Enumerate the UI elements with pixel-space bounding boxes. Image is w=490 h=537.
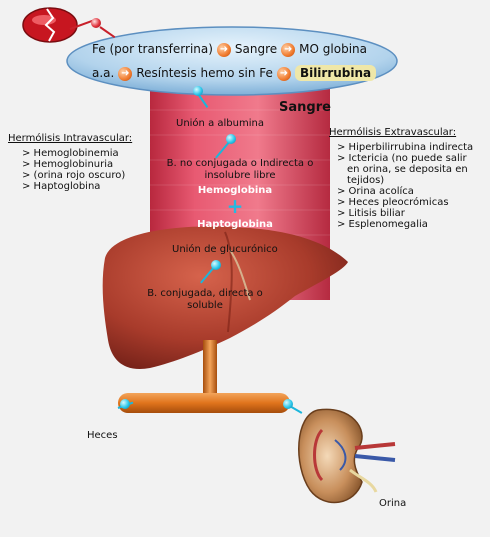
no-conjugada-pin-icon[interactable] xyxy=(226,134,236,144)
sangre-title: Sangre xyxy=(279,100,331,115)
arrow-icon: ➜ xyxy=(216,42,231,57)
bubble-sangre: Sangre xyxy=(234,42,278,56)
liver xyxy=(102,226,349,369)
glucuronico-label: Unión de glucurónico xyxy=(172,244,278,255)
arrow-icon: ➜ xyxy=(118,66,133,81)
arrow-icon: ➜ xyxy=(281,42,296,57)
albumina-label: Unión a albumina xyxy=(176,118,264,129)
plus-icon: + xyxy=(226,194,244,218)
list-item: > Hemoglobinuria xyxy=(22,159,114,170)
kidney xyxy=(298,408,396,504)
list-item: > Esplenomegalia xyxy=(337,219,428,230)
bubble-row-2: a.a.➜Resíntesis hemo sin Fe➜Bilirrubina xyxy=(92,65,377,81)
list-item: > Hemoglobinemia xyxy=(22,148,119,159)
list-item: > Litisis biliar xyxy=(337,208,405,219)
bubble-bilirrubina: Bilirrubina xyxy=(294,65,377,81)
left-panel: Hermólisis Intravascular: > Hemoglobinem… xyxy=(8,133,153,192)
bubble-row-1: Fe (por transferrina)➜Sangre➜MO globina xyxy=(92,42,367,57)
haptoglobina-label: Haptoglobina xyxy=(197,219,273,230)
bile-duct xyxy=(203,340,217,398)
cell-pin-icon[interactable] xyxy=(91,18,101,28)
no-conjugada-label: B. no conjugada o Indirecta o insolubre … xyxy=(166,158,314,181)
list-item: > Haptoglobina xyxy=(22,181,101,192)
bubble-resintesis: Resíntesis hemo sin Fe xyxy=(136,66,273,80)
albumina-pin-icon[interactable] xyxy=(193,86,203,96)
right-heading: Hermólisis Extravascular: xyxy=(329,127,457,138)
bubble-mo-globina: MO globina xyxy=(299,42,367,56)
conjugada-label: B. conjugada, directa o soluble xyxy=(147,288,263,311)
red-cell-icon xyxy=(22,7,78,43)
arrow-icon: ➜ xyxy=(276,66,291,81)
bubble-panel xyxy=(66,26,398,96)
left-heading: Hermólisis Intravascular: xyxy=(8,133,133,144)
bubble-aa: a.a. xyxy=(92,66,115,80)
heces-label: Heces xyxy=(87,430,118,441)
list-item: > (orina rojo oscuro) xyxy=(22,170,126,181)
list-item: > Heces pleocrómicas xyxy=(337,197,449,208)
intestine-tube xyxy=(118,393,290,413)
orina-pin-icon[interactable] xyxy=(283,399,293,409)
list-item: > Orina acolíca xyxy=(337,186,414,197)
heces-pin-icon[interactable] xyxy=(120,399,130,409)
right-panel: Hermólisis Extravascular: > Hiperbilirru… xyxy=(329,127,475,230)
orina-label: Orina xyxy=(379,498,407,509)
list-item: > Hiperbilirrubina indirecta xyxy=(337,142,474,153)
bubble-fe: Fe (por transferrina) xyxy=(92,42,213,56)
glucuronico-pin-icon[interactable] xyxy=(211,260,221,270)
hemoglobina-label: Hemoglobina xyxy=(197,185,273,196)
list-item: > Ictericia (no puede salir en orina, se… xyxy=(337,153,468,186)
